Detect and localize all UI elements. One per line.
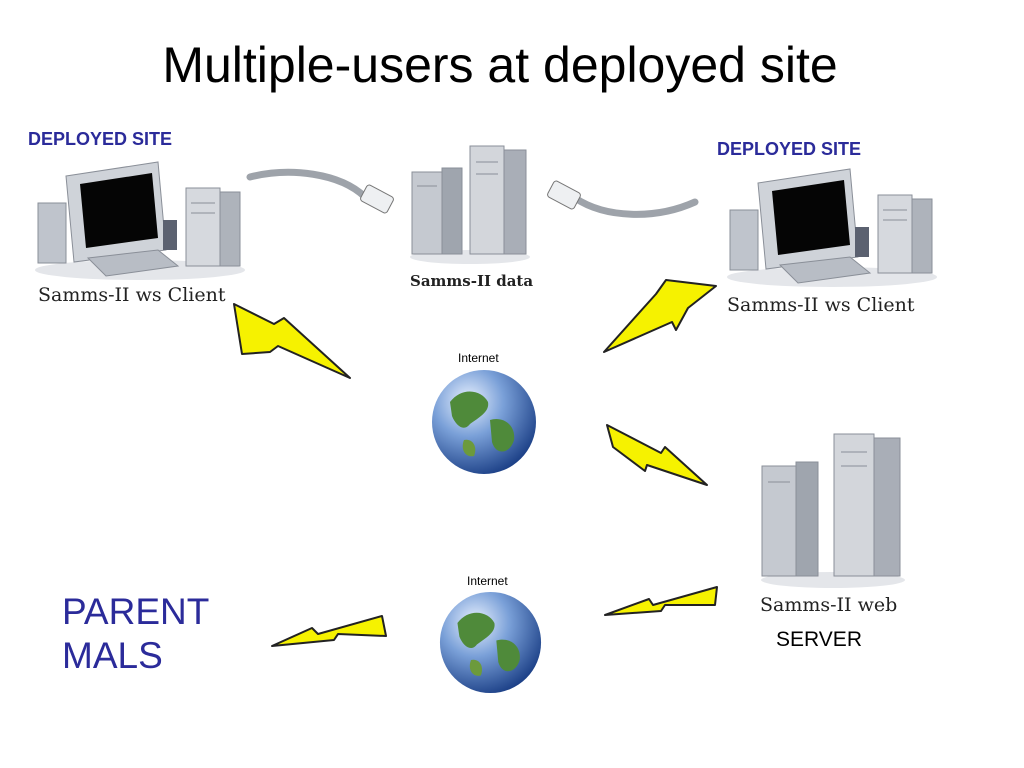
right-network-cable-icon (547, 180, 699, 218)
right-client-workstation-icon (727, 168, 937, 287)
left-network-cable-icon (246, 168, 394, 214)
connection-bolt-web-server-top-icon (606, 424, 708, 486)
left-client-caption: Samms-II ws Client (38, 284, 226, 306)
internet-top-label: Internet (458, 351, 499, 365)
parent-line-1: PARENT (62, 591, 210, 632)
parent-mals-label: PARENT MALS (62, 590, 209, 679)
left-client-workstation-icon (35, 161, 245, 280)
connection-bolt-left-client-icon (233, 303, 351, 379)
page-title: Multiple-users at deployed site (162, 37, 838, 93)
left-site-label: DEPLOYED SITE (28, 129, 173, 149)
right-site-label: DEPLOYED SITE (717, 139, 862, 159)
parent-line-2: MALS (62, 635, 163, 677)
connection-bolt-parent-icon (271, 615, 387, 647)
internet-top-globe-icon (432, 370, 536, 474)
data-server-caption: Samms-II data (410, 272, 534, 290)
connection-bolt-right-client-icon (603, 279, 717, 353)
connection-bolt-web-server-bottom-icon (604, 586, 718, 616)
web-server-tower-icon (761, 433, 905, 588)
web-server-role: SERVER (776, 628, 862, 651)
internet-bottom-globe-icon (439, 591, 542, 694)
web-server-caption: Samms-II web (760, 594, 898, 616)
data-server-tower-icon (410, 145, 530, 264)
internet-bottom-label: Internet (467, 574, 508, 588)
right-client-caption: Samms-II ws Client (727, 294, 915, 316)
